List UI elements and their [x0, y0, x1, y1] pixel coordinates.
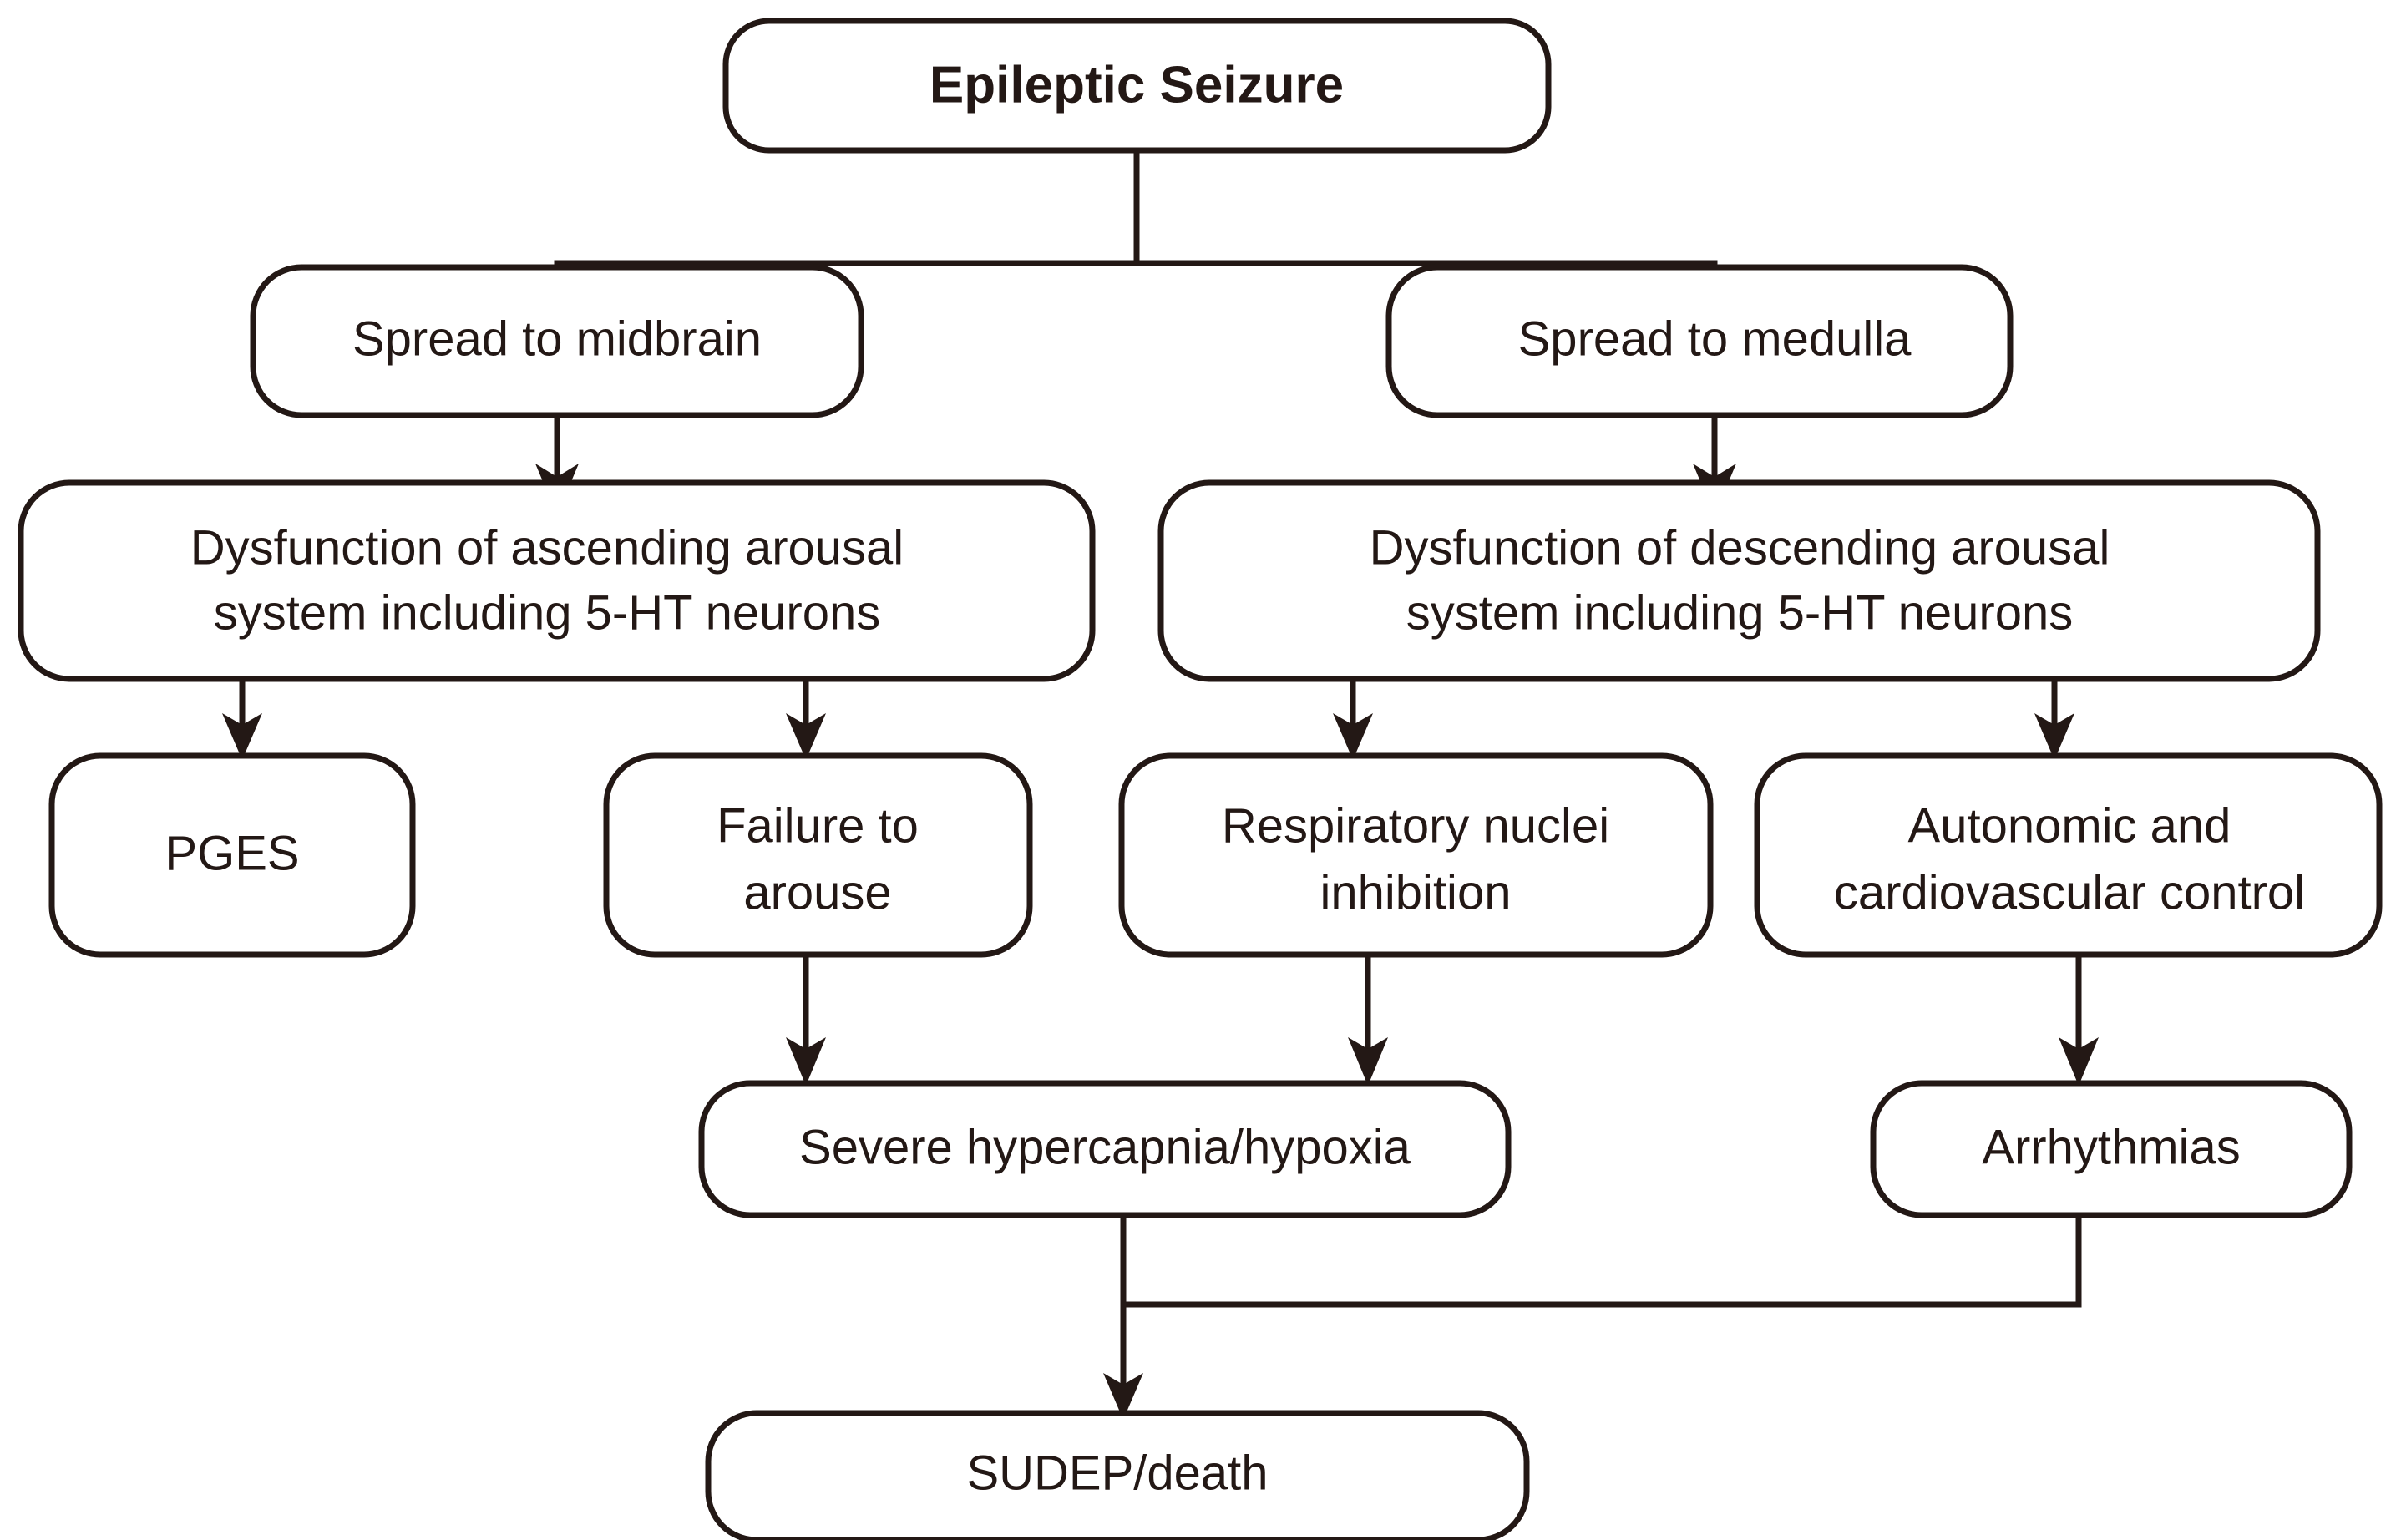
- node-respiratory-nuclei-inhibition-shape[interactable]: [1118, 752, 1714, 958]
- node-ascending-arousal-line2: system including 5-HT neurons: [214, 585, 880, 640]
- node-ascending-arousal-dysfunction[interactable]: Dysfunction of ascending arousal system …: [18, 479, 1096, 682]
- edge-ascending-to-pges: [222, 679, 262, 760]
- node-autonomic-cardiovascular-control[interactable]: Autonomic and cardiovascular control: [1754, 752, 2383, 958]
- edge-respiratory-to-hypercapnia: [1348, 954, 1388, 1086]
- node-severe-hypercapnia-hypoxia-shape[interactable]: [698, 1080, 1512, 1218]
- node-spread-to-midbrain[interactable]: Spread to midbrain: [250, 264, 864, 418]
- node-epileptic-seizure-shape[interactable]: [722, 18, 1552, 154]
- node-pges-label: PGES: [165, 826, 299, 880]
- node-respiratory-nuclei-inhibition[interactable]: Respiratory nuclei inhibition: [1118, 752, 1714, 958]
- node-ascending-arousal-line1: Dysfunction of ascending arousal: [190, 520, 904, 575]
- node-failure-to-arouse-line1: Failure to: [717, 798, 919, 853]
- node-spread-to-midbrain-shape[interactable]: [250, 264, 864, 418]
- node-arrhythmias-shape[interactable]: [1870, 1080, 2353, 1218]
- node-arrhythmias-label: Arrhythmias: [1982, 1120, 2240, 1174]
- node-pges[interactable]: PGES: [48, 752, 416, 958]
- edge-hypercapnia-arrhythmias-to-sudep: [1103, 1215, 2082, 1420]
- node-spread-to-medulla[interactable]: Spread to medulla: [1385, 264, 2014, 418]
- edge-failure-to-hypercapnia: [786, 954, 826, 1086]
- node-ascending-arousal-dysfunction-shape[interactable]: [18, 479, 1096, 682]
- node-sudep-death[interactable]: SUDEP/death: [705, 1410, 1530, 1540]
- node-failure-to-arouse-line2: arouse: [743, 865, 891, 919]
- node-sudep-death-shape[interactable]: [705, 1410, 1530, 1540]
- node-severe-hypercapnia-hypoxia[interactable]: Severe hypercapnia/hypoxia: [698, 1080, 1512, 1218]
- node-pges-shape[interactable]: [48, 752, 416, 958]
- node-failure-to-arouse-shape[interactable]: [603, 752, 1033, 958]
- node-spread-to-midbrain-label: Spread to midbrain: [352, 312, 762, 366]
- node-sudep-death-label: SUDEP/death: [966, 1446, 1268, 1500]
- node-respiratory-nuclei-line1: Respiratory nuclei: [1222, 798, 1609, 853]
- node-severe-hypercapnia-hypoxia-label: Severe hypercapnia/hypoxia: [799, 1120, 1411, 1174]
- node-descending-arousal-dysfunction[interactable]: Dysfunction of descending arousal system…: [1157, 479, 2321, 682]
- node-spread-to-medulla-shape[interactable]: [1385, 264, 2014, 418]
- node-descending-arousal-line2: system including 5-HT neurons: [1406, 585, 2073, 640]
- node-autonomic-line1: Autonomic and: [1908, 798, 2231, 853]
- node-autonomic-cardiovascular-control-shape[interactable]: [1754, 752, 2383, 958]
- node-failure-to-arouse[interactable]: Failure to arouse: [603, 752, 1033, 958]
- edge-descending-to-respiratory: [1333, 679, 1373, 760]
- node-descending-arousal-dysfunction-shape[interactable]: [1157, 479, 2321, 682]
- node-arrhythmias[interactable]: Arrhythmias: [1870, 1080, 2353, 1218]
- node-descending-arousal-line1: Dysfunction of descending arousal: [1370, 520, 2110, 575]
- node-respiratory-nuclei-line2: inhibition: [1320, 865, 1512, 919]
- edge-autonomic-to-arrhythmias: [2059, 954, 2099, 1086]
- node-epileptic-seizure[interactable]: Epileptic Seizure: [722, 18, 1552, 154]
- node-autonomic-line2: cardiovascular control: [1834, 865, 2305, 919]
- edge-descending-to-autonomic: [2034, 679, 2074, 760]
- edge-ascending-to-failure: [786, 679, 826, 760]
- node-epileptic-seizure-label: Epileptic Seizure: [930, 56, 1344, 114]
- node-spread-to-medulla-label: Spread to medulla: [1518, 312, 1912, 366]
